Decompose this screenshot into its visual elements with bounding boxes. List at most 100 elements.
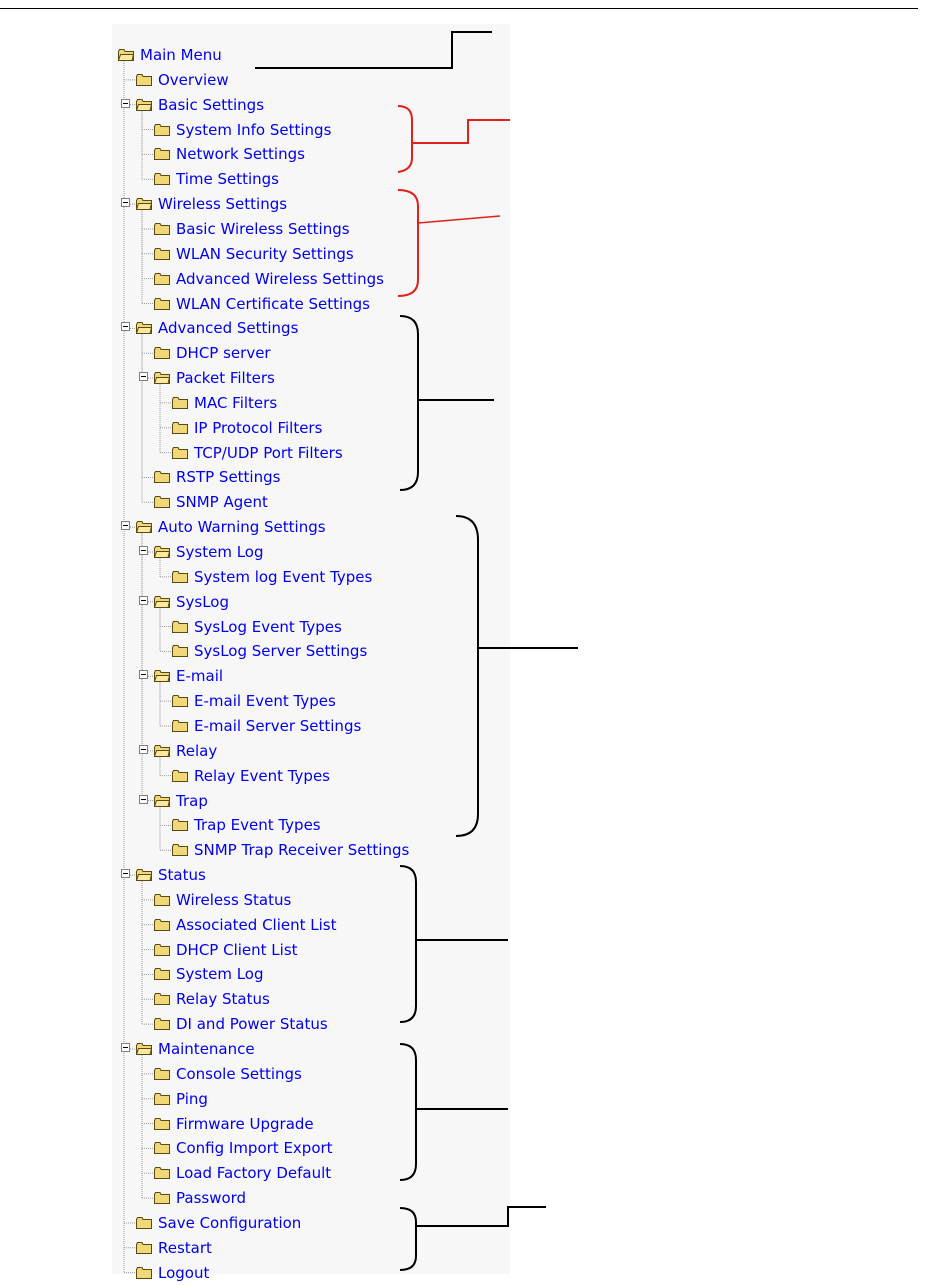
tree-item-label[interactable]: Main Menu	[140, 46, 222, 64]
tree-item-label[interactable]: IP Protocol Filters	[194, 418, 323, 437]
folder-open-icon	[136, 322, 152, 335]
tree-item-label[interactable]: Basic Wireless Settings	[176, 219, 350, 238]
collapse-minus-icon[interactable]	[139, 546, 148, 555]
collapse-minus-icon[interactable]	[121, 198, 130, 208]
tree-item-label[interactable]: DHCP server	[176, 344, 271, 363]
tree-item-label[interactable]: Overview	[158, 70, 229, 89]
tree-item-label[interactable]: Load Factory Default	[176, 1164, 332, 1183]
callout-basic-settings-line	[412, 119, 510, 144]
bracket-basic-settings	[397, 105, 413, 173]
tree-item-label[interactable]: E-mail Server Settings	[194, 716, 362, 735]
tree-item-label[interactable]: SysLog	[176, 592, 230, 611]
tree-item-label[interactable]: Config Import Export	[176, 1139, 333, 1158]
tree-item-label[interactable]: Ping	[176, 1089, 208, 1108]
folder-icon	[154, 222, 170, 235]
folder-icon	[136, 1216, 152, 1229]
folder-icon	[154, 1142, 170, 1155]
tree-item-label[interactable]: Advanced Settings	[158, 319, 299, 338]
tree-item-label[interactable]: MAC Filters	[194, 393, 278, 412]
collapse-minus-icon[interactable]	[121, 869, 130, 879]
folder-icon	[172, 620, 188, 633]
tree-item-label[interactable]: Firmware Upgrade	[176, 1114, 314, 1133]
tree-item-label[interactable]: WLAN Certificate Settings	[176, 294, 370, 313]
tree-item-label[interactable]: Trap Event Types	[194, 816, 321, 835]
tree-item-label[interactable]: Relay Event Types	[194, 766, 330, 785]
folder-icon	[172, 769, 188, 782]
collapse-minus-icon[interactable]	[139, 595, 148, 605]
folder-open-icon	[136, 198, 152, 211]
folder-icon	[154, 893, 170, 906]
callout-wireless-settings-line	[417, 215, 501, 224]
tree-item-label[interactable]: Associated Client List	[176, 915, 337, 934]
tree-item-label[interactable]: Advanced Wireless Settings	[176, 269, 384, 288]
collapse-minus-icon[interactable]	[121, 521, 130, 531]
tree-item-label[interactable]: Relay	[176, 741, 218, 760]
tree-item-label[interactable]: Logout	[158, 1263, 210, 1282]
bracket-wireless-settings	[397, 189, 419, 297]
collapse-minus-icon[interactable]	[139, 744, 148, 754]
tree-item-label[interactable]: Maintenance	[158, 1040, 255, 1058]
tree-item-label[interactable]: Wireless Status	[176, 890, 292, 909]
tree-item-label[interactable]: Password	[176, 1189, 247, 1208]
tree-item-label[interactable]: SysLog Server Settings	[194, 642, 368, 661]
tree-item-label[interactable]: System Log	[176, 543, 264, 561]
collapse-minus-icon[interactable]	[121, 98, 130, 108]
folder-icon	[154, 297, 170, 310]
tree-item-label[interactable]: Packet Filters	[176, 369, 275, 388]
folder-icon	[172, 719, 188, 732]
tree-item-label[interactable]: System Log	[176, 965, 264, 984]
tree-item-label[interactable]: Save Configuration	[158, 1213, 302, 1232]
folder-open-icon	[154, 595, 170, 608]
folder-icon	[154, 123, 170, 136]
tree-item-label[interactable]: System Info Settings	[176, 120, 332, 139]
folder-icon	[154, 1018, 170, 1031]
tree-item-label[interactable]: Console Settings	[176, 1064, 302, 1083]
callout-save-restart-logout-line	[416, 1206, 546, 1227]
tree-item-label[interactable]: DI and Power Status	[176, 1015, 328, 1034]
collapse-minus-icon[interactable]	[139, 670, 148, 680]
collapse-minus-icon[interactable]	[139, 372, 148, 382]
tree-item-label[interactable]: E-mail Event Types	[194, 692, 336, 711]
tree-item-label[interactable]: SNMP Trap Receiver Settings	[194, 841, 410, 860]
tree-item-label[interactable]: E-mail	[176, 667, 224, 686]
bracket-save-restart-logout	[399, 1207, 417, 1271]
tree-item-label[interactable]: System log Event Types	[194, 567, 373, 586]
tree-item-label[interactable]: Status	[158, 866, 206, 885]
folder-icon	[154, 272, 170, 285]
tree-item-label[interactable]: Time Settings	[176, 170, 280, 189]
folder-icon	[154, 347, 170, 360]
collapse-minus-icon[interactable]	[121, 1043, 130, 1052]
page-top-rule	[0, 8, 918, 9]
tree-item-label[interactable]: Restart	[158, 1238, 212, 1257]
tree-item-label[interactable]: SNMP Agent	[176, 493, 268, 512]
tree-item-label[interactable]: TCP/UDP Port Filters	[194, 443, 343, 462]
tree-item-label[interactable]: Trap	[176, 791, 208, 810]
bracket-status	[399, 865, 417, 1023]
tree-item-label[interactable]: Wireless Settings	[158, 195, 288, 214]
collapse-minus-icon[interactable]	[121, 322, 130, 332]
folder-icon	[154, 1067, 170, 1080]
folder-open-icon	[154, 372, 170, 385]
folder-icon	[172, 695, 188, 708]
folder-icon	[154, 471, 170, 484]
folder-icon	[154, 993, 170, 1006]
folder-icon	[154, 918, 170, 931]
tree-item-label[interactable]: Auto Warning Settings	[158, 518, 326, 537]
tree-item-label[interactable]: DHCP Client List	[176, 940, 298, 959]
collapse-minus-icon[interactable]	[139, 794, 148, 804]
tree-item-label[interactable]: Basic Settings	[158, 95, 265, 114]
folder-open-icon	[136, 1043, 152, 1055]
tree-item-label[interactable]: RSTP Settings	[176, 468, 281, 487]
tree-item-label[interactable]: Relay Status	[176, 990, 270, 1009]
folder-icon	[154, 173, 170, 186]
tree-item-label[interactable]: Network Settings	[176, 145, 305, 164]
folder-icon	[154, 1092, 170, 1105]
tree-item-label[interactable]: WLAN Security Settings	[176, 244, 354, 263]
tree-item-label[interactable]: SysLog Event Types	[194, 617, 342, 636]
folder-open-icon	[136, 521, 152, 534]
bracket-auto-warning	[455, 515, 479, 837]
folder-icon	[136, 73, 152, 86]
folder-icon	[154, 1167, 170, 1180]
folder-open-icon	[154, 744, 170, 757]
